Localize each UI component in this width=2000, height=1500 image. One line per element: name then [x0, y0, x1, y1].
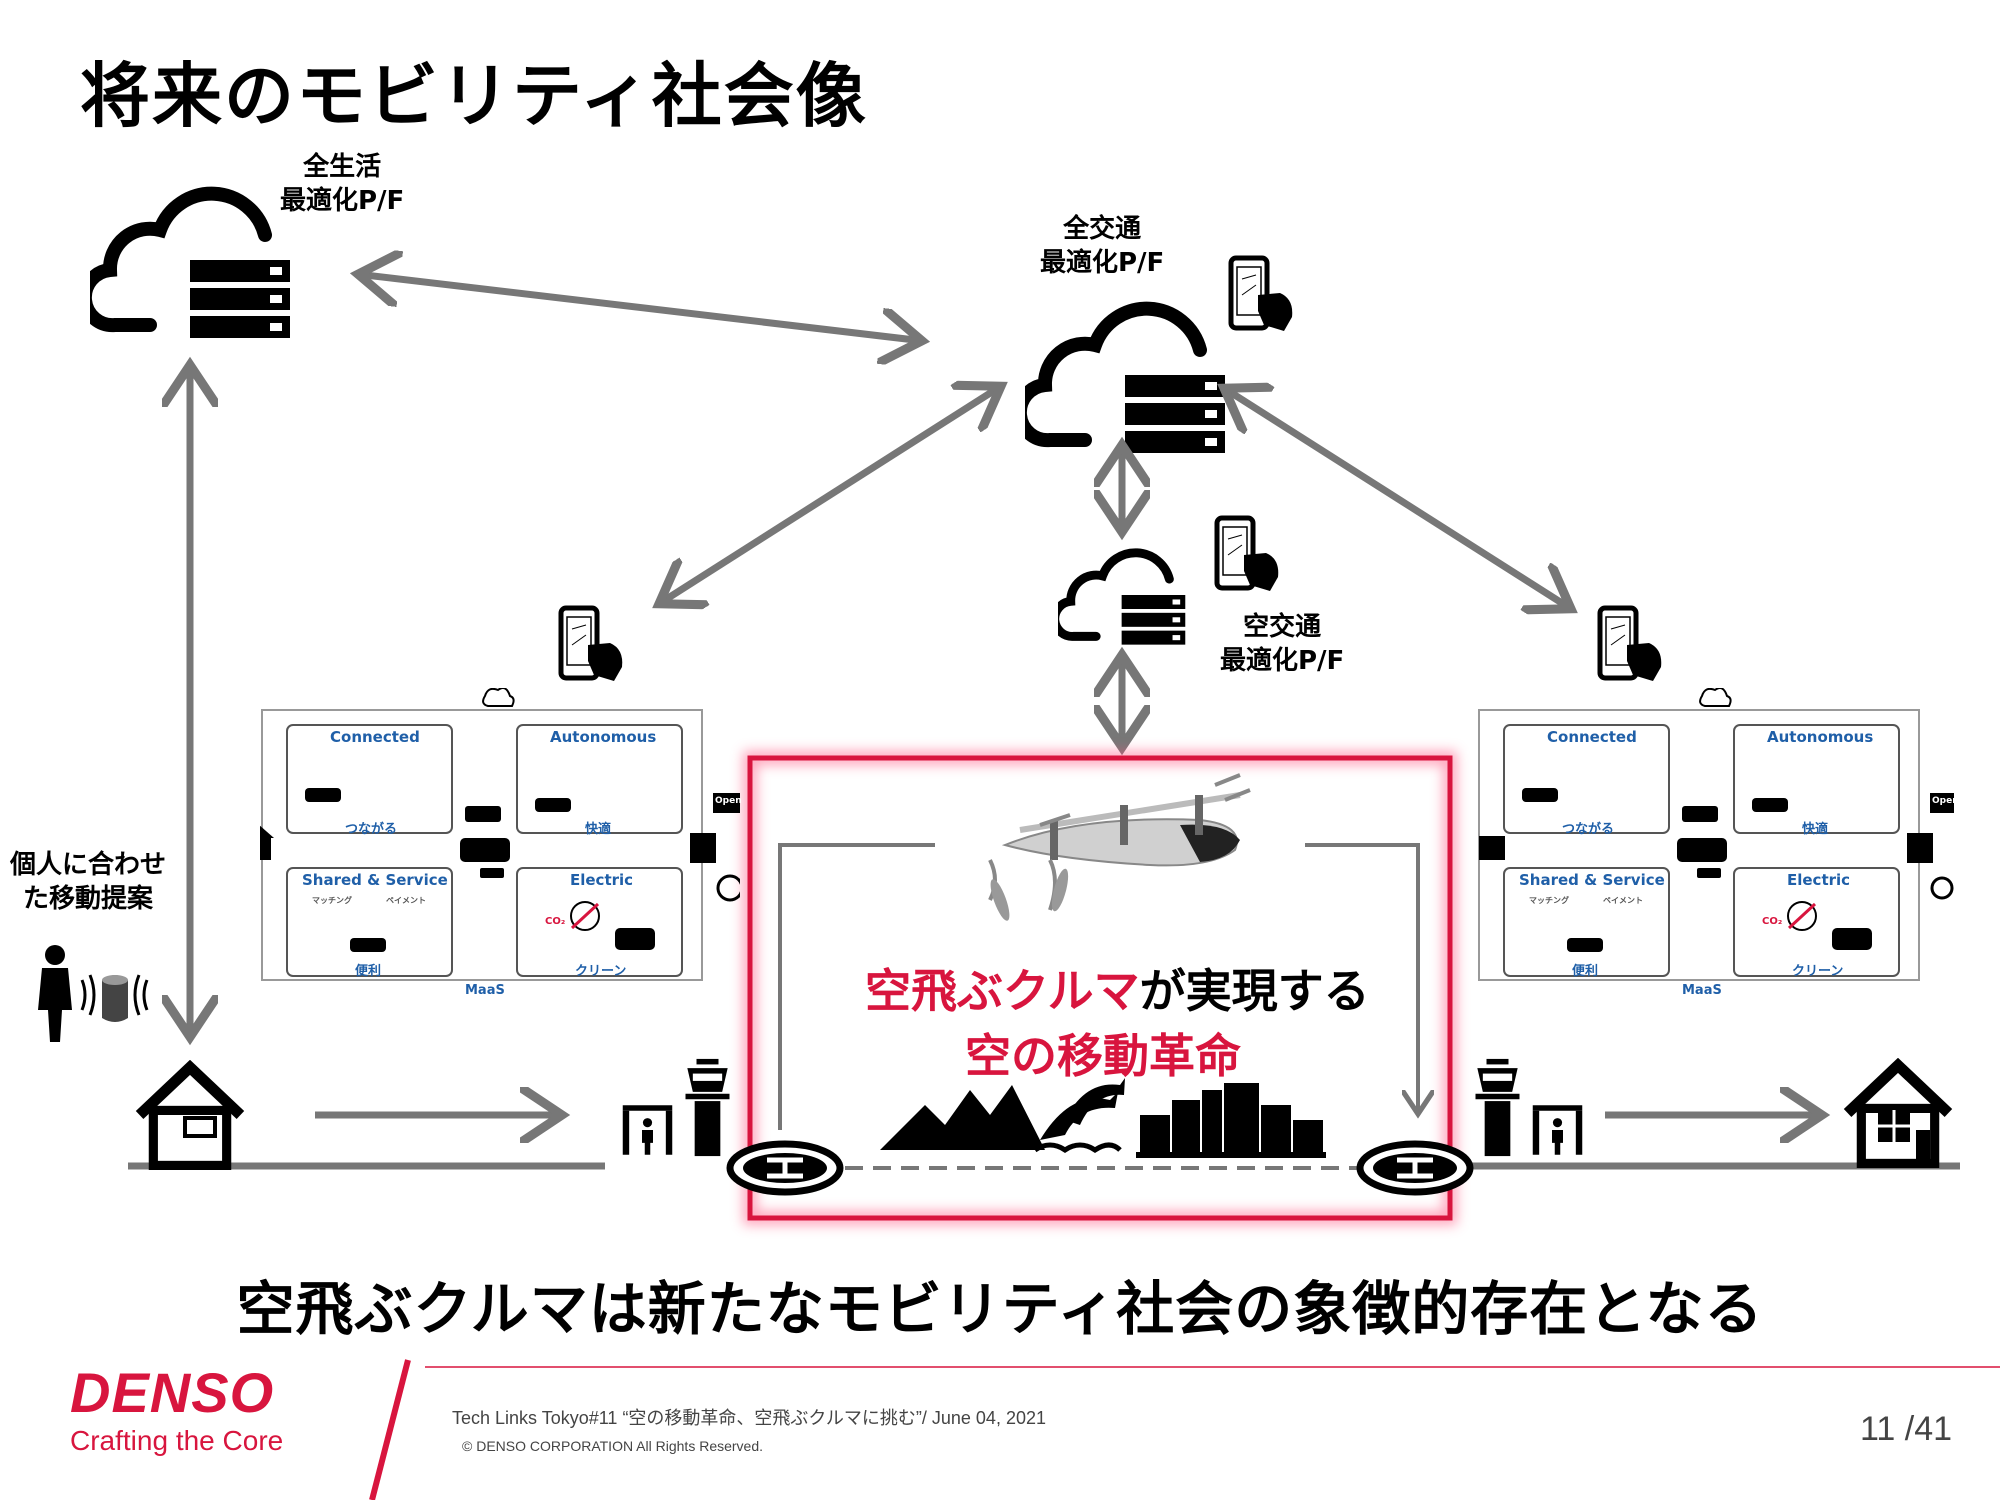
flying-car-icon [988, 773, 1251, 921]
phone-icon [561, 608, 622, 681]
dolphin-icon [1033, 1078, 1125, 1154]
co2-label: CO₂ [545, 916, 566, 927]
co2-label: CO₂ [1762, 916, 1783, 927]
conclusion-text: 空飛ぶクルマは新たなモビリティ社会の象徴的存在となる [236, 1275, 1764, 1343]
page-title: 将来のモビリティ社会像 [80, 55, 868, 137]
open-sign-label: Open [1932, 796, 1959, 806]
life-to-traffic-arrow [365, 275, 915, 340]
city-skyline-icon [1136, 1083, 1326, 1158]
headline-line1: 空飛ぶクルマが実現する [865, 955, 1370, 1021]
headline-red-part: 空飛ぶクルマ [865, 964, 1140, 1018]
phone-icon [1600, 608, 1661, 681]
maas-electric-title: Electric [570, 871, 634, 889]
traffic-to-right-maas-arrow [1230, 392, 1565, 605]
maas-shared-title: Shared & Service [302, 871, 448, 889]
maas-electric-title: Electric [1787, 871, 1851, 889]
vertiport-icon [1360, 1144, 1470, 1192]
maas-panel-left: Connected つながる Autonomous 快適 Shared & Se… [260, 688, 742, 998]
headline-black-part: が実現する [1139, 964, 1370, 1018]
maas-autonomous-sub: 快適 [1802, 822, 1829, 837]
maas-shared-title: Shared & Service [1519, 871, 1665, 889]
phone-icon [1231, 258, 1292, 331]
maas-autonomous-title: Autonomous [550, 728, 657, 746]
maas-panel-right: Connected つながる Autonomous 快適 Shared & Se… [1477, 688, 1959, 998]
landscape-icons [880, 1078, 1326, 1158]
maas-electric-sub: クリーン [575, 964, 627, 979]
headline-line2: 空の移動革命 [965, 1029, 1241, 1083]
maas-shared-sub: 便利 [355, 964, 382, 979]
payment-label: ペイメント [386, 896, 426, 905]
personal-proposal-label: 個人に合わせ た移動提案 [10, 848, 166, 916]
traffic-to-left-maas-arrow [665, 390, 995, 600]
all-traffic-cloud-icon [1020, 309, 1225, 453]
all-traffic-line2: 最適化P/F [1040, 248, 1165, 278]
security-gate-icon [622, 1105, 673, 1155]
personal-line2: た移動提案 [23, 884, 154, 914]
air-traffic-platform-label: 空交通 最適化P/F [1220, 610, 1344, 678]
vertiport-icon [730, 1144, 840, 1192]
air-traffic-line1: 空交通 [1243, 612, 1322, 642]
mountain-icon [880, 1085, 1045, 1150]
matching-label: マッチング [1529, 896, 1569, 905]
life-platform-line2: 最適化P/F [280, 186, 405, 216]
footer-decor [369, 1359, 2000, 1500]
payment-label: ペイメント [1603, 896, 1643, 905]
maas-connected-sub: つながる [1562, 822, 1615, 837]
maas-shared-sub: 便利 [1572, 964, 1599, 979]
control-tower-icon [685, 1058, 730, 1157]
matching-label: マッチング [312, 896, 352, 905]
personal-line1: 個人に合わせ [10, 850, 167, 880]
maas-autonomous-title: Autonomous [1767, 728, 1874, 746]
all-traffic-platform-label: 全交通 最適化P/F [1040, 212, 1164, 280]
life-platform-label: 全生活 最適化P/F [280, 150, 404, 218]
phone-icon [1217, 518, 1278, 591]
event-info: Tech Links Tokyo#11 “空の移動革命、空飛ぶクルマに挑む”/ … [452, 1408, 1046, 1428]
life-platform-line1: 全生活 [303, 152, 382, 182]
denso-logo: DENSO [70, 1361, 275, 1424]
maas-label: MaaS [1682, 983, 1722, 998]
maas-autonomous-sub: 快適 [585, 822, 612, 837]
life-platform-cloud-icon [85, 194, 290, 338]
maas-connected-title: Connected [1547, 728, 1637, 746]
maas-label: MaaS [465, 983, 505, 998]
air-mobility-highlight-box [747, 755, 1453, 1221]
air-traffic-cloud-icon [1055, 553, 1186, 645]
all-traffic-line1: 全交通 [1063, 214, 1142, 244]
maas-electric-sub: クリーン [1792, 964, 1844, 979]
copyright: © DENSO CORPORATION All Rights Reserved. [462, 1438, 764, 1454]
security-gate-icon [1532, 1105, 1583, 1155]
air-traffic-line2: 最適化P/F [1220, 646, 1345, 676]
tagline: Crafting the Core [70, 1425, 284, 1456]
person-with-smart-speaker-icon [38, 945, 149, 1042]
open-sign-label: Open [715, 796, 742, 806]
page-number: 11 /41 [1860, 1410, 1953, 1448]
control-tower-icon [1475, 1058, 1520, 1157]
maas-connected-sub: つながる [345, 822, 398, 837]
maas-connected-title: Connected [330, 728, 420, 746]
